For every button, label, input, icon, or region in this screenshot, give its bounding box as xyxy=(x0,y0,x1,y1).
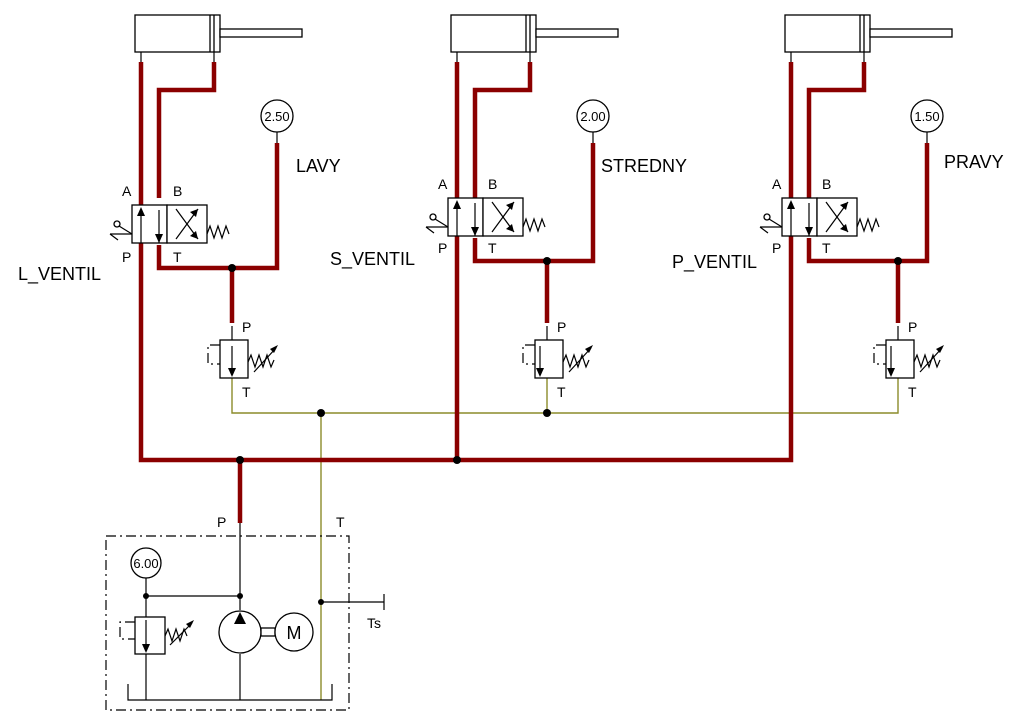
pressure-value-middle: 2.00 xyxy=(580,109,605,124)
relief-port-p-left: P xyxy=(242,319,251,335)
circuit-name-middle: STREDNY xyxy=(601,156,687,176)
directional-valve-left xyxy=(109,204,230,244)
cylinder-middle xyxy=(450,14,619,62)
pressure-gauge-right: 1.50 xyxy=(910,99,944,143)
port-label-p-middle: P xyxy=(438,240,447,256)
power-unit xyxy=(105,523,385,711)
motor-label: M xyxy=(287,623,302,643)
relief-port-t-left: T xyxy=(242,384,251,400)
port-label-b-right: B xyxy=(822,176,831,192)
pump xyxy=(218,610,276,654)
relief-port-t-middle: T xyxy=(557,384,566,400)
valve-name-left: L_VENTIL xyxy=(18,264,101,285)
directional-valve-right xyxy=(759,197,880,237)
port-label-b-middle: B xyxy=(488,176,497,192)
junction-dots xyxy=(228,257,902,464)
supply-pressure-gauge: 6.00 xyxy=(130,547,162,579)
pressure-value-right: 1.50 xyxy=(914,109,939,124)
port-label-p-right: P xyxy=(772,240,781,256)
circuit-name-right: PRAVY xyxy=(944,152,1004,172)
pressure-gauge-left: 2.50 xyxy=(260,99,294,143)
pressure-lines xyxy=(138,62,930,523)
valve-name-right: P_VENTIL xyxy=(672,252,757,273)
port-label-a-middle: A xyxy=(438,176,448,192)
supply-pressure-value: 6.00 xyxy=(133,556,158,571)
tank-label: Ts xyxy=(367,615,381,631)
port-label-t-middle: T xyxy=(488,240,497,256)
return-lines xyxy=(231,378,899,700)
relief-port-p-middle: P xyxy=(557,319,566,335)
valve-name-middle: S_VENTIL xyxy=(330,249,415,270)
pressure-gauge-middle: 2.00 xyxy=(576,99,610,143)
cylinder-left xyxy=(134,14,303,62)
supply-port-p: P xyxy=(217,514,226,530)
port-label-a-right: A xyxy=(772,176,782,192)
supply-relief-valve xyxy=(119,616,194,655)
supply-port-t: T xyxy=(336,514,345,530)
circuit-name-left: LAVY xyxy=(296,156,341,176)
port-label-p-left: P xyxy=(122,249,131,265)
directional-valve-middle xyxy=(425,197,546,237)
pressure-value-left: 2.50 xyxy=(264,109,289,124)
port-label-a-left: A xyxy=(122,183,132,199)
relief-port-p-right: P xyxy=(908,319,917,335)
relief-valve-right xyxy=(873,326,944,379)
relief-port-t-right: T xyxy=(908,384,917,400)
relief-valve-left xyxy=(207,326,278,379)
port-label-t-right: T xyxy=(822,240,831,256)
port-label-b-left: B xyxy=(173,183,182,199)
relief-valve-middle xyxy=(522,326,593,379)
cylinder-right xyxy=(784,14,953,62)
motor: M xyxy=(274,612,314,652)
port-label-t-left: T xyxy=(173,249,182,265)
labels: A B P T A B P T A B P T P T P T P T L_VE… xyxy=(18,152,1004,631)
